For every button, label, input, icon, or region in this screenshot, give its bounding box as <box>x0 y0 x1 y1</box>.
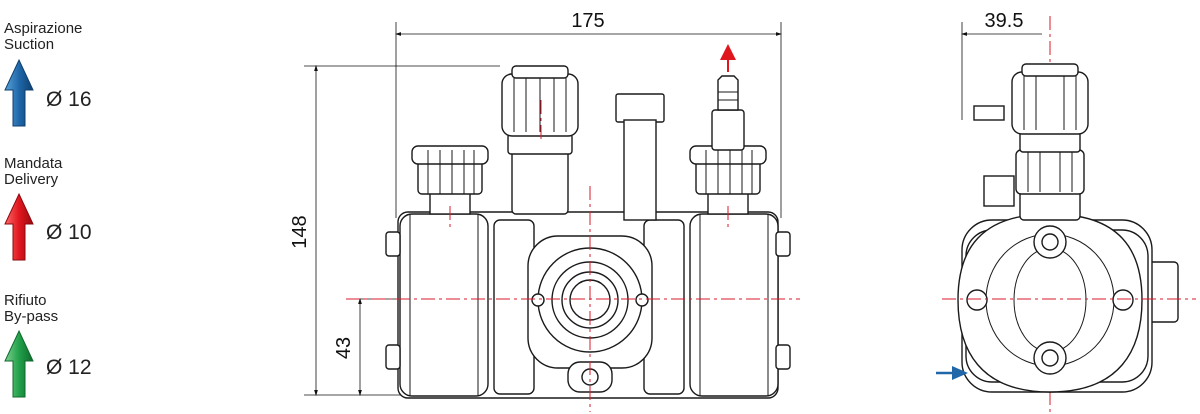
side-view: 39.5 <box>936 10 1196 412</box>
legend-bypass-label: Rifiuto By-pass <box>4 293 58 325</box>
legend-bypass-diameter: Ø 12 <box>46 356 92 379</box>
dimension-height-148: 148 <box>289 215 311 248</box>
legend-suction-diameter: Ø 16 <box>46 88 92 111</box>
front-view: 175 148 43 <box>289 10 800 412</box>
legend-bypass-label-it: Rifiuto <box>4 292 47 309</box>
arrow-up-red-icon <box>4 192 34 261</box>
legend-bypass-label-en: By-pass <box>4 308 59 325</box>
suction-flow-arrow-icon <box>936 366 968 380</box>
legend-suction-label: Aspirazione Suction <box>4 21 82 53</box>
delivery-flow-arrow-icon <box>720 44 736 72</box>
arrow-up-green-icon <box>4 329 34 398</box>
arrow-up-blue-icon <box>4 58 34 127</box>
legend-delivery-label-en: Delivery <box>4 171 59 188</box>
dimension-offset-39-5: 39.5 <box>985 10 1024 32</box>
dimension-width-175: 175 <box>571 10 604 32</box>
legend-delivery-label-it: Mandata <box>4 155 63 172</box>
dimension-height-43: 43 <box>333 337 355 359</box>
legend-delivery-label: Mandata Delivery <box>4 156 62 188</box>
legend-suction-label-it: Aspirazione <box>4 20 83 37</box>
legend-suction-label-en: Suction <box>4 36 55 53</box>
legend-delivery-diameter: Ø 10 <box>46 221 92 244</box>
